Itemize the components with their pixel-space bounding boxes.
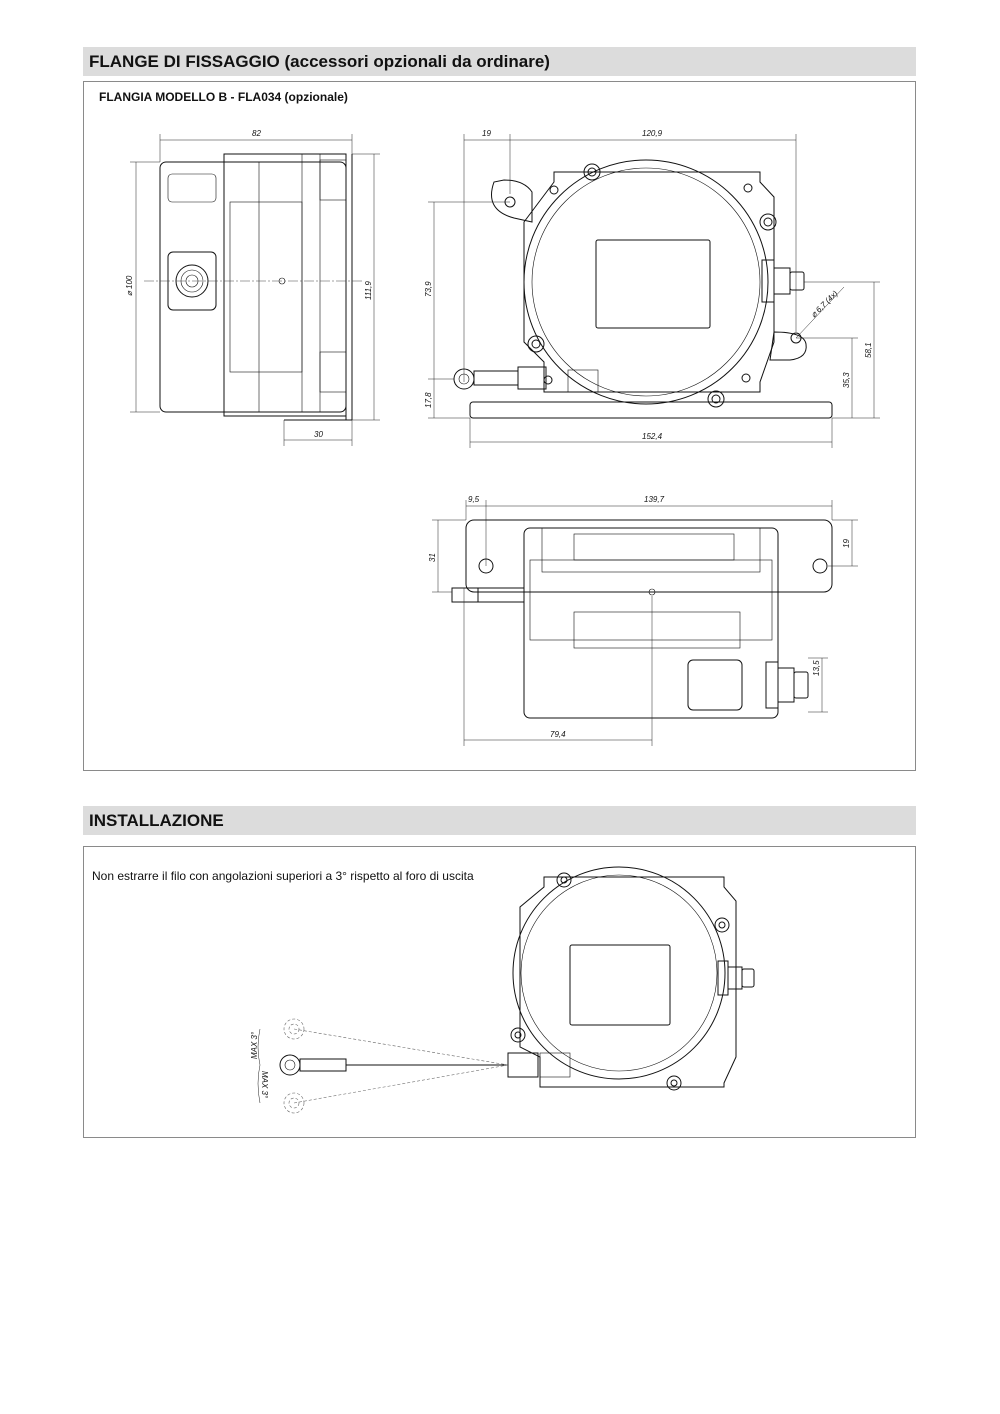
section-header-flanges: FLANGE DI FISSAGGIO (accessori opzionali… [83, 47, 916, 76]
dim-front-right-b: 58,1 [864, 342, 873, 358]
drawing-panel-installazione: Non estrarre il filo con angolazioni sup… [83, 846, 916, 1138]
dim-side-height: 111,9 [364, 281, 373, 300]
dim-side-width: 82 [252, 129, 261, 138]
dim-side-diameter: ⌀ 100 [125, 275, 134, 296]
dim-front-left: 19 [482, 129, 491, 138]
dim-top-left: 9,5 [468, 495, 480, 504]
angle-label-down: MAX 3° [260, 1071, 269, 1099]
front-view: 19 120,9 73,9 17,8 ⌀ 6,7 (4x) 35,3 58,1 … [424, 129, 880, 448]
dim-front-width: 120,9 [642, 129, 663, 138]
flange-technical-drawing: 82 ⌀ 100 111,9 30 [125, 129, 880, 746]
section-title: FLANGE DI FISSAGGIO (accessori opzionali… [89, 52, 550, 71]
angle-label-up: MAX 3° [250, 1031, 259, 1059]
installation-drawing: MAX 3° MAX 3° [250, 866, 755, 1114]
dim-top-bottom: 79,4 [550, 730, 566, 739]
dim-top-left-h: 31 [428, 553, 437, 562]
drawing-panel-flange: FLANGIA MODELLO B - FLA034 (opzionale) [83, 81, 916, 771]
top-view: 9,5 139,7 31 19 13,5 79,4 [428, 495, 858, 746]
dim-top-connector: 13,5 [812, 660, 821, 676]
dim-front-lower: 17,8 [424, 392, 433, 408]
section-title: INSTALLAZIONE [89, 811, 224, 830]
installation-note: Non estrarre il filo con angolazioni sup… [92, 869, 474, 883]
dim-front-height: 73,9 [424, 281, 433, 297]
side-view: 82 ⌀ 100 111,9 30 [125, 129, 380, 446]
dim-front-hole: ⌀ 6,7 (4x) [809, 289, 840, 320]
dim-side-bottom: 30 [314, 430, 323, 439]
cable-angles: MAX 3° MAX 3° [250, 1018, 509, 1114]
dim-top-right-h: 19 [842, 539, 851, 548]
dim-front-right-a: 35,3 [842, 372, 851, 388]
drawing-subtitle: FLANGIA MODELLO B - FLA034 (opzionale) [99, 90, 348, 104]
sensor-housing [507, 866, 755, 1091]
section-header-installazione: INSTALLAZIONE [83, 806, 916, 835]
dim-top-width: 139,7 [644, 495, 665, 504]
dim-front-base: 152,4 [642, 432, 663, 441]
